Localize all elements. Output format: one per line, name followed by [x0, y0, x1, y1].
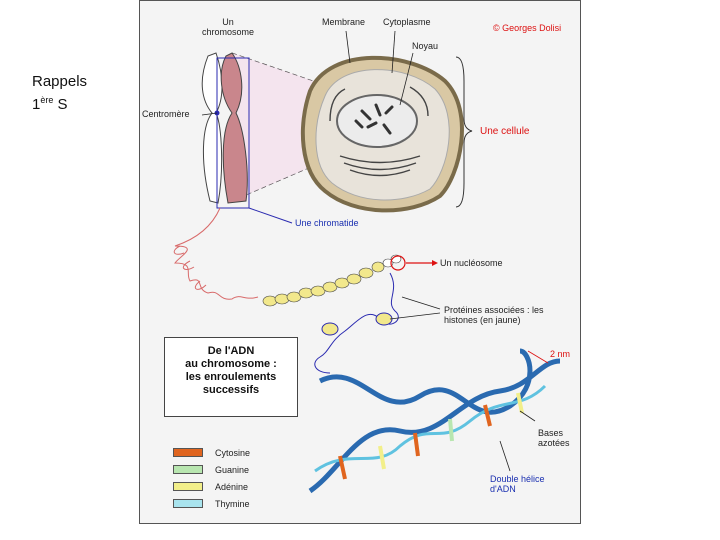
- label-nucleosome: Un nucléosome: [440, 258, 503, 268]
- label-membrane: Membrane: [322, 17, 366, 27]
- legend-swatch: [173, 499, 203, 508]
- legend-item-cytosine: Cytosine: [173, 444, 250, 461]
- label-cellule: Une cellule: [480, 126, 530, 137]
- diagram-drawing: [173, 30, 561, 494]
- legend-item-adenine: Adénine: [173, 478, 250, 495]
- chromosome: [201, 52, 250, 209]
- nucleosome-fiber: [262, 254, 402, 307]
- legend-swatch: [173, 482, 203, 491]
- label-scale: 2 nm: [550, 349, 571, 359]
- slide-title-line2: 1ère S: [32, 95, 68, 113]
- label-noyau: Noyau: [412, 41, 439, 51]
- legend-item-guanine: Guanine: [173, 461, 250, 478]
- slide-title: Rappels 1ère S: [32, 72, 87, 114]
- label-cytoplasme: Cytoplasme: [383, 17, 431, 27]
- dna-histones: [314, 272, 399, 374]
- legend: Cytosine Guanine Adénine Thymine: [173, 444, 250, 512]
- legend-swatch: [173, 465, 203, 474]
- legend-swatch: [173, 448, 203, 457]
- legend-item-thymine: Thymine: [173, 495, 250, 512]
- double-helix: [308, 348, 561, 494]
- chromatin-coil: [173, 207, 259, 300]
- label-chromatide: Une chromatide: [295, 218, 359, 228]
- copyright-label: © Georges Dolisi: [493, 23, 562, 33]
- label-centromere: Centromère: [142, 109, 190, 119]
- cell: [300, 55, 464, 213]
- slide-title-line1: Rappels: [32, 73, 88, 90]
- cell-bracket: [455, 56, 473, 208]
